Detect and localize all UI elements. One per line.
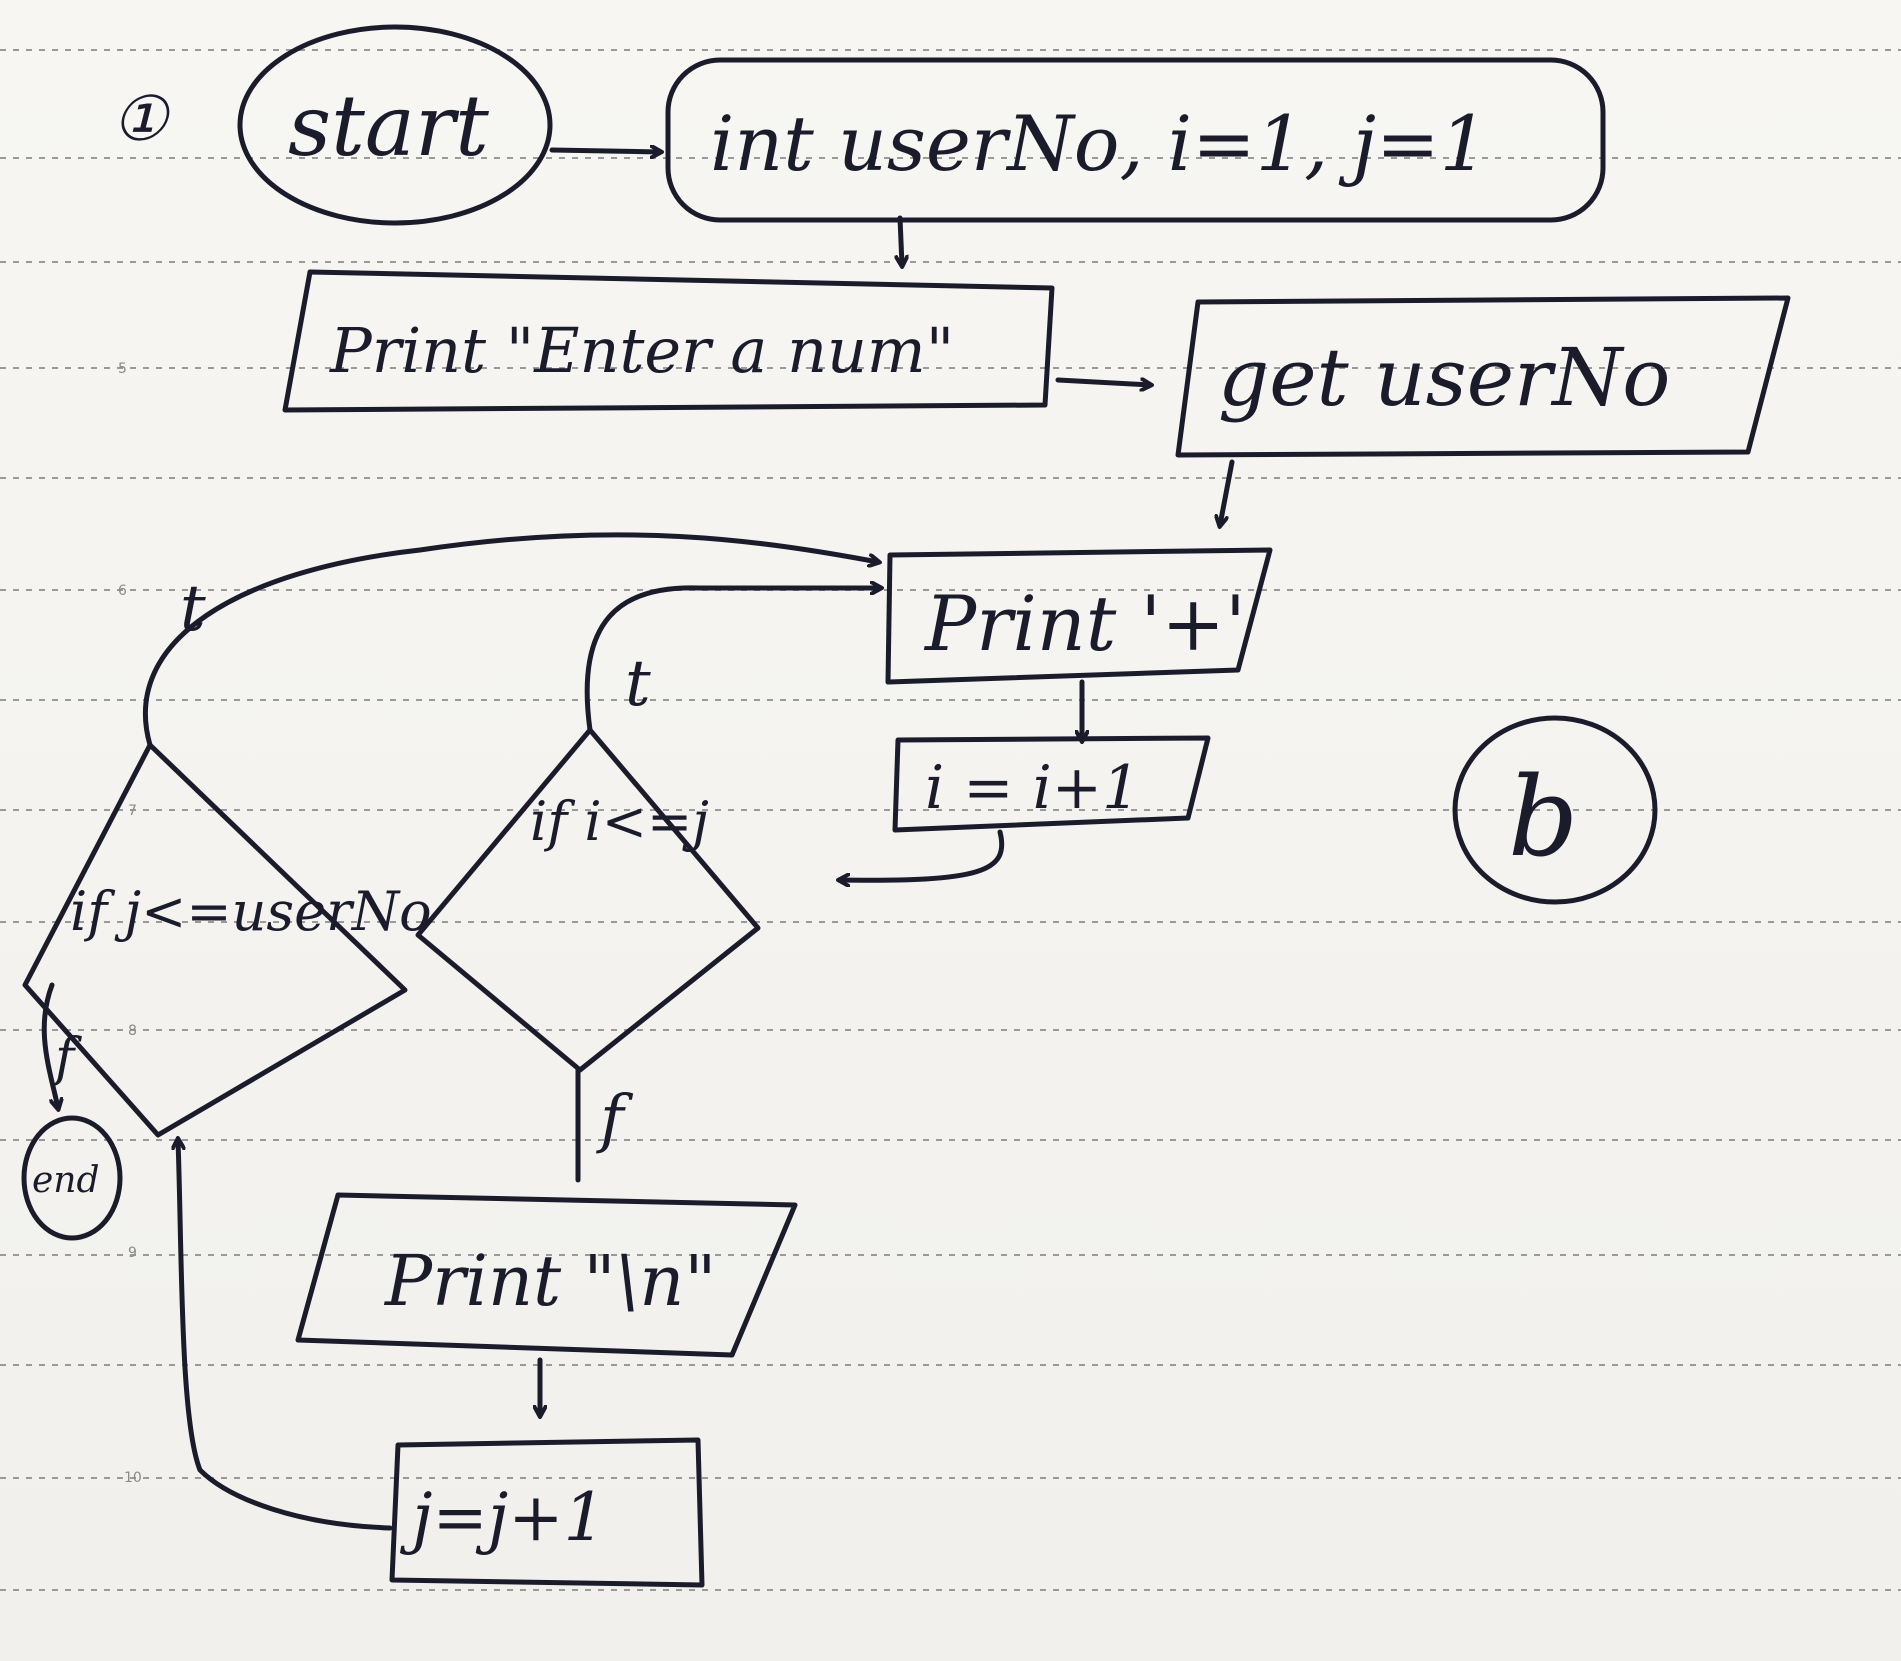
arrow-inner-true (584, 588, 880, 733)
print-newline-label: Print "\n" (383, 1240, 716, 1322)
start-label: start (288, 77, 489, 175)
inner-true-label: t (625, 647, 651, 721)
arrow-outer-false (41, 982, 58, 1108)
arrow-prompt-to-input (1055, 380, 1150, 385)
prompt-output-box (282, 269, 1055, 413)
inner-decision-label: if i<=j (530, 790, 709, 853)
start-terminal (237, 24, 553, 226)
page-number-marker: ① (112, 82, 171, 155)
line-number-6: 6 (118, 583, 127, 599)
outer-false-label: f (51, 1028, 82, 1088)
question-tag-label: b (1508, 753, 1578, 881)
arrow-declare-to-prompt (900, 215, 902, 265)
line-number-10: 10 (124, 1470, 142, 1486)
print-newline-box (295, 1192, 798, 1358)
end-terminal (21, 1115, 123, 1241)
increment-i-box (892, 735, 1211, 833)
line-number-9: 9 (128, 1245, 137, 1261)
increment-i-label: i = i+1 (925, 753, 1140, 823)
print-plus-label: Print '+' (923, 579, 1246, 668)
declaration-label: int userNo, i=1, j=1 (710, 99, 1488, 188)
input-label: get userNo (1218, 331, 1670, 424)
line-number-7: 7 (128, 803, 137, 819)
print-plus-box (885, 547, 1273, 685)
ruled-lines (0, 49, 1901, 1591)
outer-true-label: t (180, 572, 206, 646)
increment-j-box (389, 1437, 705, 1588)
outer-decision-label: if j<=userNo (70, 880, 432, 943)
arrow-start-to-declare (549, 150, 660, 152)
inner-false-label: f (596, 1082, 634, 1156)
end-label: end (32, 1160, 100, 1201)
arrow-increment-j-back (178, 1140, 393, 1531)
inner-decision-diamond (415, 727, 761, 1073)
line-number-5: 5 (118, 361, 127, 377)
question-tag-circle (1452, 715, 1658, 905)
arrow-increment-back (840, 829, 1005, 880)
line-number-8: 8 (128, 1023, 137, 1039)
input-box (1175, 295, 1791, 458)
outer-decision-diamond (22, 742, 408, 1138)
declaration-box (665, 57, 1606, 223)
arrow-outer-true (142, 532, 878, 748)
line-numbers: 5 6 7 8 9 10 (118, 361, 142, 1486)
prompt-label: Print "Enter a num" (329, 314, 954, 387)
increment-j-label: j=j+1 (399, 1479, 606, 1556)
arrow-input-to-print-plus (1220, 459, 1235, 525)
